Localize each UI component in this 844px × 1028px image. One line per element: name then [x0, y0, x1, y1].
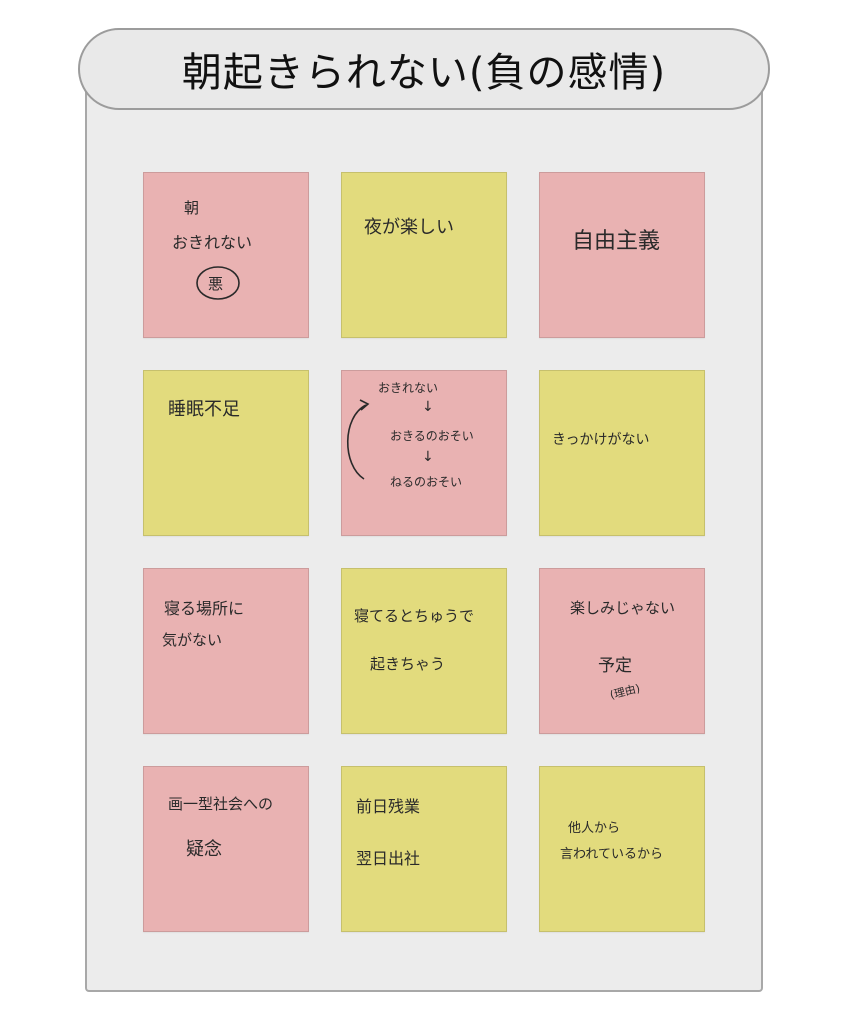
note-text: おきれない: [378, 381, 439, 395]
sticky-note[interactable]: 睡眠不足: [143, 370, 309, 536]
note-text: 前日残業: [356, 797, 421, 816]
sticky-note[interactable]: きっかけがない: [539, 370, 705, 536]
note-text: 気がない: [162, 631, 223, 649]
note-text: 他人から: [568, 821, 621, 836]
sticky-note[interactable]: 朝 おきれない 悪: [143, 172, 309, 338]
note-text: きっかけがない: [552, 432, 650, 448]
sticky-note[interactable]: 楽しみじゃない 予定 (理由): [539, 568, 705, 734]
sticky-note[interactable]: おきれない ↓ おきるのおそい ↓ ねるのおそい: [341, 370, 507, 536]
note-text: 睡眠不足: [168, 399, 240, 420]
sticky-note[interactable]: 夜が楽しい: [341, 172, 507, 338]
note-text: 夜が楽しい: [364, 217, 454, 238]
sticky-note[interactable]: 他人から 言われているから: [539, 766, 705, 932]
note-text: 起きちゃう: [370, 655, 446, 673]
note-text: おきるのおそい: [390, 429, 474, 443]
board-title: 朝起きられない(負の感情): [181, 50, 667, 96]
sticky-note[interactable]: 寝てるとちゅうで 起きちゃう: [341, 568, 507, 734]
note-text: 予定: [598, 656, 632, 676]
note-text: 楽しみじゃない: [570, 599, 676, 617]
note-text: ↓: [422, 449, 434, 465]
sticky-note[interactable]: 前日残業 翌日出社: [341, 766, 507, 932]
note-text: おきれない: [172, 233, 253, 252]
note-text: (理由): [608, 681, 642, 702]
note-text: 画一型社会への: [168, 795, 274, 813]
note-text: 自由主義: [572, 229, 661, 254]
note-text: 言われているから: [560, 847, 663, 862]
note-text: 疑念: [186, 839, 222, 860]
note-text: 朝: [184, 199, 200, 217]
note-text: 翌日出社: [356, 849, 421, 868]
note-text: ねるのおそい: [390, 475, 463, 489]
circle-mark-icon: [196, 266, 240, 300]
sticky-note[interactable]: 寝る場所に 気がない: [143, 568, 309, 734]
note-text: ↓: [422, 399, 434, 415]
board-title-header[interactable]: 朝起きられない(負の感情): [78, 28, 770, 110]
sticky-note[interactable]: 画一型社会への 疑念: [143, 766, 309, 932]
sticky-note[interactable]: 自由主義: [539, 172, 705, 338]
note-text: 寝る場所に: [164, 599, 245, 618]
note-text: 寝てるとちゅうで: [354, 607, 475, 625]
note-text: 悪: [208, 275, 224, 293]
